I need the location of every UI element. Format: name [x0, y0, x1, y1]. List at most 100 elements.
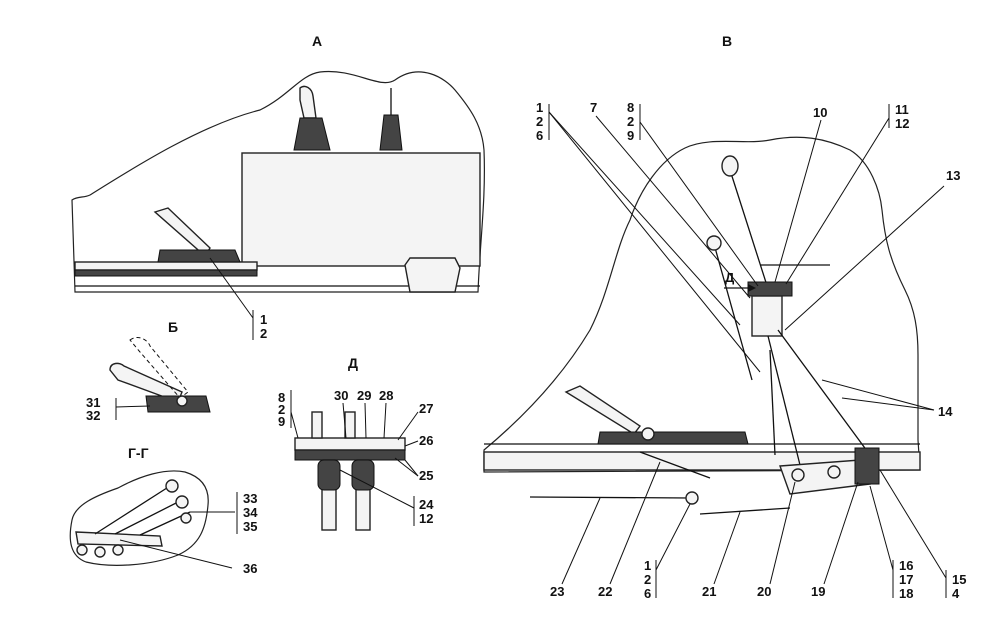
lever-mount-block	[747, 281, 793, 297]
callout-v-6a: 6	[536, 128, 543, 143]
leader-b-1	[115, 405, 151, 408]
leader-v-13	[784, 185, 945, 331]
leader-d-26	[404, 440, 419, 447]
leader-v-g16	[869, 485, 894, 571]
detail-d-bottom-plate	[294, 449, 406, 461]
leader-g-36	[119, 539, 233, 569]
callout-v-17: 17	[899, 572, 913, 587]
leader-d-30	[342, 402, 347, 439]
joystick-boot	[293, 117, 331, 151]
callout-v-8: 8	[627, 100, 634, 115]
view-v-cut-outline	[483, 136, 921, 473]
callout-v-16: 16	[899, 558, 913, 573]
detail-d-sleeve-1	[317, 459, 341, 491]
hole-g-1	[76, 544, 88, 556]
leader-d-24	[339, 469, 415, 509]
leader-d-left	[290, 411, 299, 439]
lever-long-knob	[721, 155, 739, 177]
pedal-v-base	[597, 431, 749, 445]
leader-v-g11	[785, 117, 890, 285]
pivot-20	[791, 468, 805, 482]
leader-v-g15	[879, 469, 947, 579]
callout-v-19: 19	[811, 584, 825, 599]
callout-v-10: 10	[813, 105, 827, 120]
leader-v-14a	[821, 379, 935, 411]
pedal-v	[564, 385, 642, 435]
callout-d-2: 2	[278, 402, 285, 417]
callout-v-20: 20	[757, 584, 771, 599]
callout-d-26: 26	[419, 433, 433, 448]
lever-bracket	[751, 295, 783, 337]
rod-21	[699, 507, 791, 515]
callout-v-9: 9	[627, 128, 634, 143]
view-g: Г-Г 33 34 35 36	[69, 445, 258, 576]
floor-plate	[74, 261, 258, 271]
callout-v-14: 14	[938, 404, 953, 419]
lever-short	[713, 243, 753, 381]
leader-v-14b	[841, 397, 935, 411]
pedal-a-base	[157, 249, 241, 263]
callout-v-2c: 2	[644, 572, 651, 587]
leader-a-1	[209, 257, 254, 319]
callout-b-32: 32	[86, 408, 100, 423]
callout-g-36: 36	[243, 561, 257, 576]
detail-d-stud-2	[344, 411, 356, 439]
leader-v-20	[769, 481, 796, 585]
callout-v-13: 13	[946, 168, 960, 183]
view-a-title: А	[312, 33, 322, 49]
leader-v-g1-b	[548, 111, 741, 326]
callout-v-7: 7	[590, 100, 597, 115]
detail-d-stud-1	[311, 411, 323, 439]
rod-14b	[767, 335, 801, 466]
callout-v-4: 4	[952, 586, 960, 601]
pivot-6	[685, 491, 699, 505]
detail-d-sleeve-2	[351, 459, 375, 491]
callout-v-1b: 1	[644, 558, 651, 573]
hole-g-3	[112, 544, 124, 556]
callout-d-29: 29	[357, 388, 371, 403]
callout-v-22: 22	[598, 584, 612, 599]
lever-short-knob	[706, 235, 722, 251]
callout-d-28: 28	[379, 388, 393, 403]
pedal-b-pivot	[176, 395, 188, 407]
small-lever-boot	[379, 114, 403, 151]
bracket-16	[854, 447, 880, 485]
callout-b-31: 31	[86, 395, 100, 410]
leader-d-28	[383, 402, 387, 439]
callout-v-12: 12	[895, 116, 909, 131]
callout-v-2a: 2	[536, 114, 543, 129]
leader-d-25b	[404, 459, 419, 477]
leader-v-19	[823, 481, 859, 585]
linkage-plate	[75, 531, 163, 547]
callout-g-33: 33	[243, 491, 257, 506]
view-d: Д 8 2 9 30 29 28 27 26 25 24 12	[278, 355, 434, 531]
callout-d-9: 9	[278, 414, 285, 429]
view-b-title: Б	[168, 319, 178, 335]
leader-v-g8	[639, 121, 759, 287]
linkage-arm-1	[94, 485, 171, 535]
view-d-title: Д	[348, 355, 358, 371]
callout-g-35: 35	[243, 519, 257, 534]
view-g-title: Г-Г	[128, 445, 149, 461]
hole-g-2	[94, 546, 106, 558]
view-a: А 1 2	[71, 33, 485, 341]
pivot-19	[827, 465, 841, 479]
control-cabinet	[241, 152, 481, 267]
leader-d-25a	[394, 457, 419, 477]
floor-rail	[74, 269, 258, 277]
callout-v-23: 23	[550, 584, 564, 599]
view-v-title: В	[722, 33, 732, 49]
leader-v-10	[774, 119, 822, 283]
callout-d-8: 8	[278, 390, 285, 405]
leader-v-g1b	[655, 503, 691, 571]
callout-g-34: 34	[243, 505, 258, 520]
callout-v-18: 18	[899, 586, 913, 601]
rod-14a	[777, 329, 871, 456]
view-v: В Д 1 2	[483, 33, 966, 601]
detail-d-plate	[294, 437, 406, 451]
callout-d-25: 25	[419, 468, 433, 483]
callout-d-12: 12	[419, 511, 433, 526]
leader-v-23	[561, 497, 601, 585]
callout-a-2: 2	[260, 326, 267, 341]
